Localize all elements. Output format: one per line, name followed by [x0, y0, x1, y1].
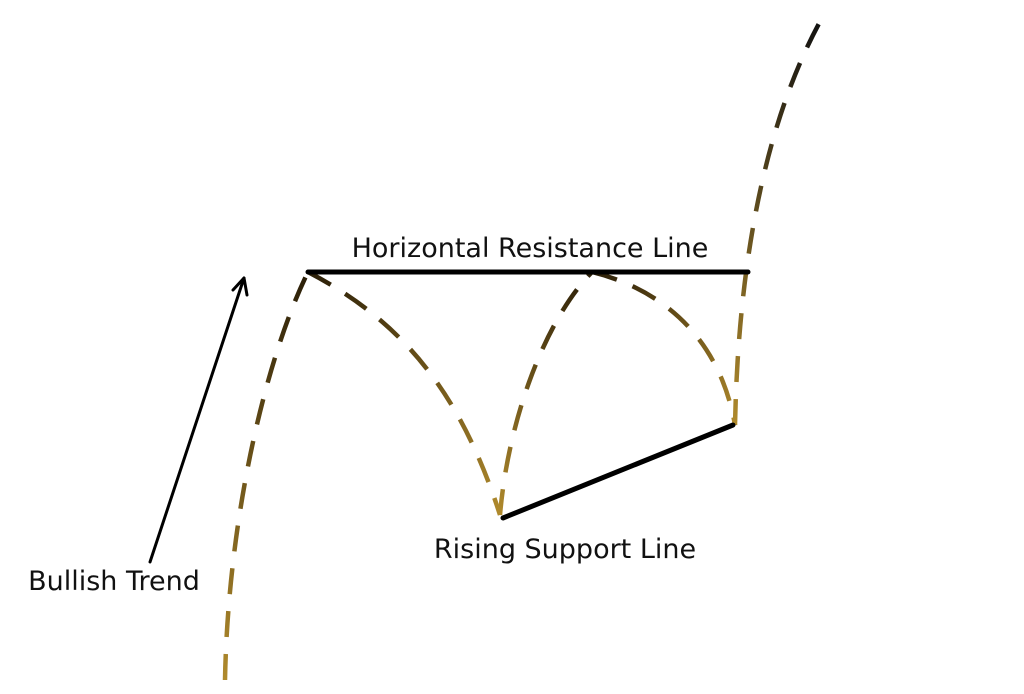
- bullish-trend-arrow-shaft: [148, 276, 246, 564]
- trend-label: Bullish Trend: [28, 566, 200, 597]
- resistance-label: Horizontal Resistance Line: [352, 233, 709, 264]
- price-path-fall-2: [591, 269, 738, 426]
- support-label: Rising Support Line: [434, 534, 696, 565]
- price-path-breakout: [732, 16, 824, 426]
- rising-support-line: [500, 422, 736, 521]
- price-path-rise-2: [497, 270, 594, 516]
- price-path-rise-1: [222, 271, 311, 681]
- bullish-trend-arrowhead-icon: [231, 276, 249, 297]
- price-path-fall-1: [306, 270, 503, 516]
